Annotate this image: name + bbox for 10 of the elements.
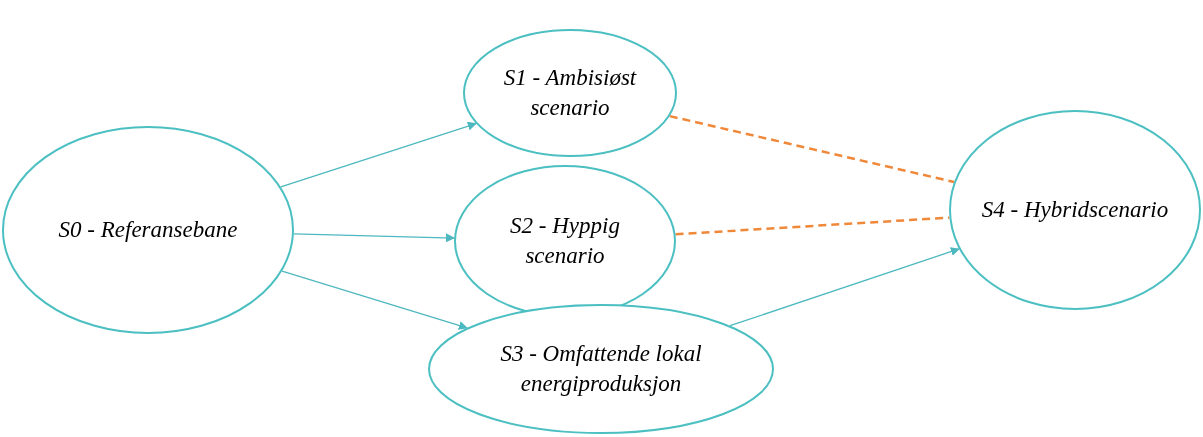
dashed-connector (669, 114, 955, 184)
scenario-label: S0 - Referansebane (58, 216, 238, 245)
arrow (280, 121, 477, 188)
arrow (281, 270, 468, 330)
scenario-label: S2 - Hyppig scenario (509, 212, 621, 270)
arrow (729, 247, 960, 327)
scenario-label: S1 - Ambisiøst scenario (502, 64, 638, 122)
scenario-label: S4 - Hybridscenario (981, 196, 1169, 225)
scenario-label: S3 - Omfattende lokal energiproduksjon (499, 340, 703, 398)
arrow (293, 233, 455, 243)
